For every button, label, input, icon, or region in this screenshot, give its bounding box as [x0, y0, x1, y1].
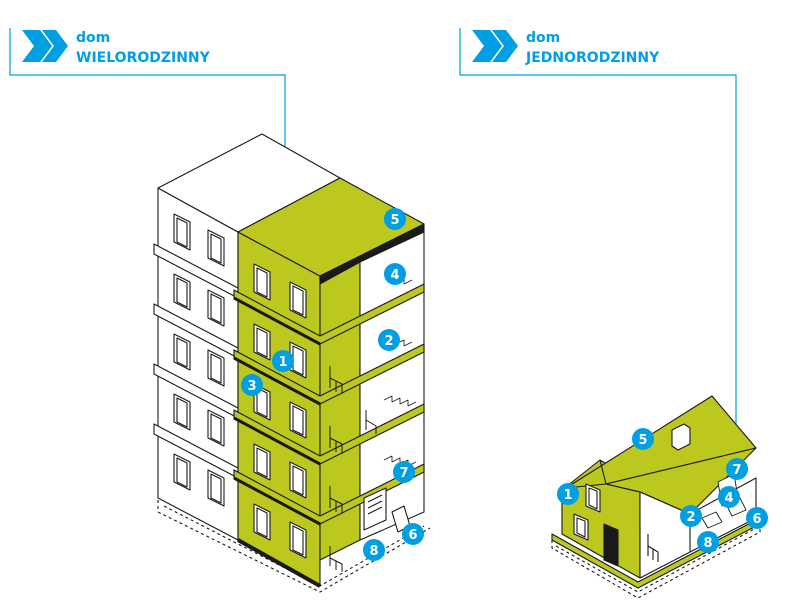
svg-text:2: 2 — [686, 510, 695, 525]
svg-text:6: 6 — [752, 512, 761, 527]
double-chevron-icon — [472, 30, 502, 62]
house-door — [603, 523, 619, 567]
double-chevron-icon-2 — [42, 30, 68, 62]
marker-7: 7 — [726, 458, 748, 480]
header-multi-small: dom — [76, 30, 110, 46]
svg-text:2: 2 — [384, 334, 393, 349]
svg-text:1: 1 — [563, 488, 572, 503]
svg-text:7: 7 — [399, 466, 408, 481]
house-windows — [573, 483, 601, 541]
header-single-big: JEDNORODZINNY — [525, 50, 660, 66]
svg-text:5: 5 — [390, 213, 399, 228]
floor-bands-left — [153, 243, 239, 479]
markers-multi: 1 2 3 4 5 6 7 8 — [241, 208, 424, 561]
marker-6: 6 — [746, 507, 768, 529]
ground-appliance — [363, 487, 411, 533]
svg-text:8: 8 — [703, 536, 712, 551]
house-ground-outline — [551, 520, 761, 599]
svg-text:4: 4 — [390, 268, 399, 283]
double-chevron-icon — [22, 30, 52, 62]
marker-8: 8 — [363, 539, 385, 561]
multi-family-building — [153, 133, 431, 593]
chairs — [329, 366, 377, 572]
markers-single: 1 2 4 5 6 7 8 — [557, 428, 768, 553]
svg-text:1: 1 — [278, 355, 287, 370]
svg-text:5: 5 — [638, 433, 647, 448]
svg-text:4: 4 — [724, 491, 733, 506]
marker-1: 1 — [272, 350, 294, 372]
tower-left-face — [157, 187, 239, 541]
svg-text:8: 8 — [369, 544, 378, 559]
header-single-frame — [459, 28, 737, 450]
marker-7: 7 — [393, 461, 415, 483]
house-chair — [647, 534, 659, 562]
marker-5: 5 — [384, 208, 406, 230]
house-chimney — [671, 423, 691, 451]
windows-left — [173, 213, 225, 507]
marker-6: 6 — [402, 523, 424, 545]
marker-1: 1 — [557, 483, 579, 505]
svg-text:3: 3 — [247, 379, 256, 394]
svg-text:7: 7 — [732, 463, 741, 478]
marker-8: 8 — [697, 531, 719, 553]
floor-slabs — [233, 283, 425, 588]
marker-4: 4 — [384, 263, 406, 285]
marker-2: 2 — [378, 329, 400, 351]
marker-3: 3 — [241, 374, 263, 396]
header-multi-big: WIELORODZINNY — [76, 50, 211, 66]
marker-5: 5 — [632, 428, 654, 450]
marker-2: 2 — [680, 505, 702, 527]
header-single: dom JEDNORODZINNY — [459, 28, 737, 450]
header-single-small: dom — [526, 30, 560, 46]
marker-4: 4 — [718, 486, 740, 508]
svg-text:6: 6 — [408, 528, 417, 543]
double-chevron-icon-2 — [492, 30, 518, 62]
single-family-house — [551, 395, 761, 599]
unit-front-face — [237, 231, 321, 587]
